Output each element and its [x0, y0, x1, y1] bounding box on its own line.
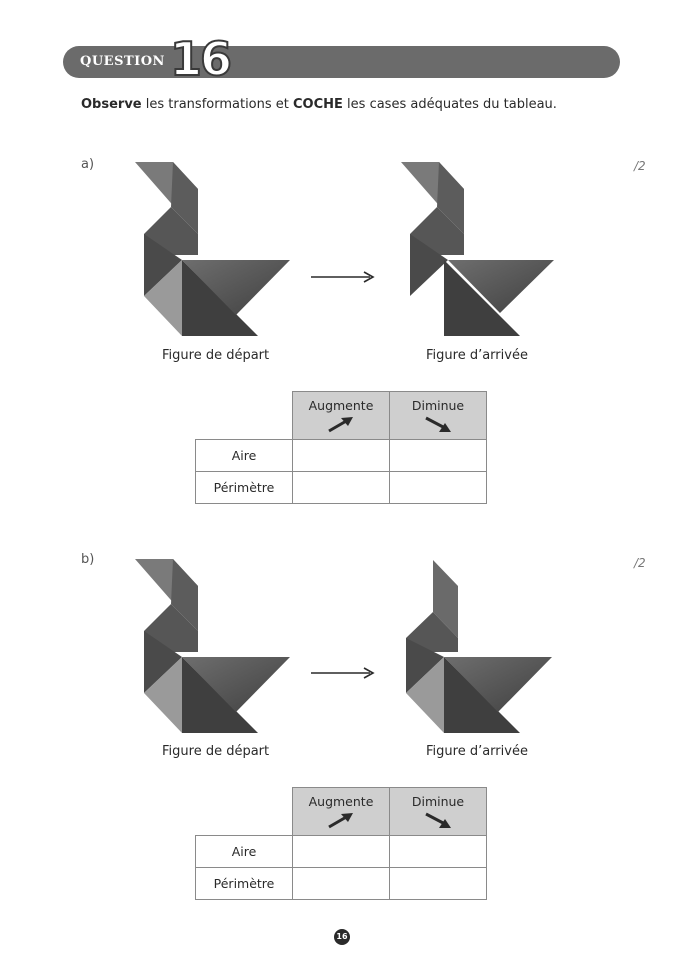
question-number: 16	[169, 32, 233, 86]
instruction-text-1: les transformations et	[141, 97, 294, 112]
page-number-badge: 16	[334, 929, 350, 945]
answer-table-b: Augmente Diminue Aire Périmètre	[195, 787, 487, 900]
instruction: Observe les transformations et COCHE les…	[81, 97, 557, 112]
header-augmente-label: Augmente	[308, 398, 374, 413]
checkbox-perimetre-augmente[interactable]	[292, 471, 390, 504]
question-header-bar	[63, 46, 620, 78]
row-label-aire: Aire	[195, 439, 293, 472]
checkbox-aire-augmente[interactable]	[292, 835, 390, 868]
instruction-bold-observe: Observe	[81, 97, 142, 112]
caption-end-b: Figure d’arrivée	[426, 744, 528, 759]
header-augmente: Augmente	[292, 391, 390, 440]
checkbox-aire-diminue[interactable]	[389, 439, 487, 472]
part-a-label: a)	[81, 157, 95, 172]
checkbox-perimetre-augmente[interactable]	[292, 867, 390, 900]
header-diminue: Diminue	[389, 391, 487, 440]
tangram-start-figure-a	[135, 162, 290, 336]
instruction-text-2: les cases adéquates du tableau.	[342, 97, 557, 112]
question-label: QUESTION	[80, 54, 165, 69]
instruction-bold-coche: COCHE	[293, 97, 343, 112]
arrow-down-right-icon	[425, 416, 451, 432]
tangram-end-figure-b	[406, 560, 552, 733]
table-corner	[195, 787, 293, 836]
arrow-down-right-icon	[425, 812, 451, 828]
header-diminue: Diminue	[389, 787, 487, 836]
row-label-perimetre: Périmètre	[195, 471, 293, 504]
row-label-aire: Aire	[195, 835, 293, 868]
header-augmente-label: Augmente	[308, 794, 374, 809]
header-augmente: Augmente	[292, 787, 390, 836]
transform-arrow-b	[311, 667, 375, 679]
arrow-up-right-icon	[328, 813, 353, 829]
answer-table-a: Augmente Diminue Aire Périmètre	[195, 391, 487, 504]
part-b-score: /2	[634, 556, 646, 570]
part-a-score: /2	[634, 159, 646, 173]
arrow-up-right-icon	[328, 417, 353, 433]
header-diminue-label: Diminue	[411, 398, 465, 413]
table-corner	[195, 391, 293, 440]
header-diminue-label: Diminue	[411, 794, 465, 809]
tangram-end-figure-a	[401, 162, 554, 336]
checkbox-aire-augmente[interactable]	[292, 439, 390, 472]
caption-start-b: Figure de départ	[162, 744, 270, 759]
checkbox-aire-diminue[interactable]	[389, 835, 487, 868]
tangram-start-figure-b	[135, 559, 290, 733]
transform-arrow-a	[311, 271, 375, 283]
caption-start-a: Figure de départ	[162, 348, 270, 363]
checkbox-perimetre-diminue[interactable]	[389, 471, 487, 504]
part-b-label: b)	[81, 552, 95, 567]
caption-end-a: Figure d’arrivée	[426, 348, 528, 363]
checkbox-perimetre-diminue[interactable]	[389, 867, 487, 900]
row-label-perimetre: Périmètre	[195, 867, 293, 900]
